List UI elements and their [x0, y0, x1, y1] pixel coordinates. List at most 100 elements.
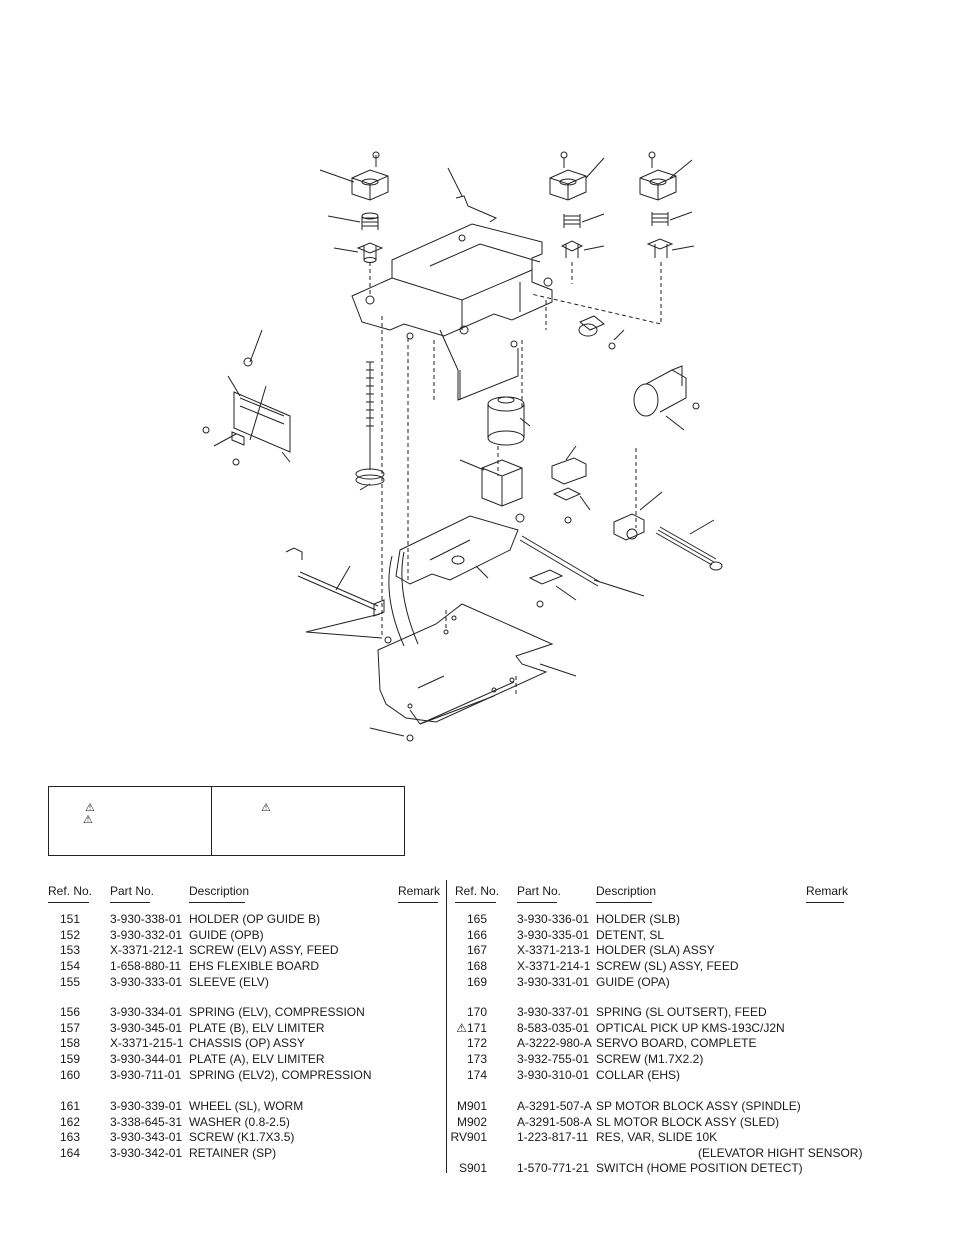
- header-underline: [517, 902, 557, 903]
- holder-assembly-left: [351, 151, 389, 296]
- ref-no-cell: 167: [466, 943, 487, 957]
- part-no-cell: 3-930-339-01: [110, 1099, 183, 1113]
- ref-no-cell: 168: [466, 959, 487, 973]
- ref-no-cell: M901: [456, 1099, 487, 1113]
- part-no-cell: 3-338-645-31: [110, 1115, 183, 1129]
- guide-shaft: [519, 535, 601, 587]
- ref-no-cell: 173: [466, 1052, 487, 1066]
- part-no-cell: 8-583-035-01: [517, 1021, 590, 1035]
- part-no-cell: 1-223-817-11: [517, 1130, 589, 1144]
- description-cell: SPRING (ELV), COMPRESSION: [189, 1005, 365, 1019]
- description-cell: SCREW (SL) ASSY, FEED: [596, 959, 739, 973]
- ref-no-cell: 162: [59, 1115, 80, 1129]
- description-cell: SCREW (K1.7X3.5): [189, 1130, 295, 1144]
- optical-pickup: [395, 513, 525, 585]
- ref-no-cell: 163: [59, 1130, 80, 1144]
- description-cell: PLATE (B), ELV LIMITER: [189, 1021, 325, 1035]
- ref-no-cell: ⚠171: [456, 1021, 487, 1035]
- part-no-cell: 3-930-333-01: [110, 975, 183, 989]
- warning-symbol: ⚠: [83, 814, 93, 826]
- part-no-cell: X-3371-214-1: [517, 959, 591, 973]
- description-cell: EHS FLEXIBLE BOARD: [189, 959, 320, 973]
- ref-no-cell: 161: [59, 1099, 80, 1113]
- ref-no-cell: RV901: [450, 1130, 487, 1144]
- description-cell: WASHER (0.8-2.5): [189, 1115, 290, 1129]
- retainer: [528, 569, 564, 608]
- ref-no-cell: 156: [59, 1005, 80, 1019]
- header-description: Description: [596, 884, 657, 898]
- ref-no-cell: S901: [458, 1161, 487, 1175]
- holder-assembly-middle: [549, 151, 587, 284]
- header-remark: Remark: [398, 884, 441, 898]
- description-cell: HOLDER (SLA) ASSY: [596, 943, 715, 957]
- header-underline: [189, 902, 245, 903]
- ref-no-cell: 151: [59, 912, 80, 926]
- ref-no-cell: 155: [59, 975, 80, 989]
- part-no-cell: 1-570-771-21: [517, 1161, 590, 1175]
- part-no-cell: X-3371-213-1: [517, 943, 591, 957]
- header-underline: [596, 902, 652, 903]
- worm-wheel: [578, 315, 616, 350]
- note-box-divider: [211, 787, 212, 855]
- sl-feed-screw: [655, 526, 723, 571]
- servo-board: [377, 603, 554, 742]
- header-underline: [48, 902, 89, 903]
- part-no-cell: 3-930-344-01: [110, 1052, 183, 1066]
- ref-no-cell: 172: [466, 1036, 487, 1050]
- part-no-cell: A-3291-508-A: [517, 1115, 592, 1129]
- ref-no-cell: 153: [59, 943, 80, 957]
- part-no-cell: 3-930-331-01: [517, 975, 590, 989]
- part-no-cell: 3-930-335-01: [517, 928, 590, 942]
- description-cell: GUIDE (OPA): [596, 975, 670, 989]
- part-no-cell: 3-932-755-01: [517, 1052, 590, 1066]
- header-remark: Remark: [806, 884, 849, 898]
- header-part-no: Part No.: [110, 884, 155, 898]
- header-underline: [806, 902, 844, 903]
- description-cell: SERVO BOARD, COMPLETE: [596, 1036, 757, 1050]
- description-cell: OPTICAL PICK UP KMS-193C/J2N: [596, 1021, 785, 1035]
- ref-no-cell: 164: [59, 1146, 80, 1160]
- description-cell: HOLDER (OP GUIDE B): [189, 912, 321, 926]
- description-cell: PLATE (A), ELV LIMITER: [189, 1052, 325, 1066]
- assembly-lines: [381, 300, 637, 696]
- header-underline: [110, 902, 150, 903]
- description-cell: HOLDER (SLB): [596, 912, 681, 926]
- description-cell: SPRING (SL OUTSERT), FEED: [596, 1005, 767, 1019]
- part-no-cell: 3-930-338-01: [110, 912, 183, 926]
- ref-no-cell: 160: [59, 1068, 80, 1082]
- header-ref-no: Ref. No.: [455, 884, 500, 898]
- description-cell: GUIDE (OPB): [189, 928, 264, 942]
- part-no-cell: 3-930-310-01: [517, 1068, 590, 1082]
- description-cell: COLLAR (EHS): [596, 1068, 681, 1082]
- holder-assembly-right: [530, 151, 677, 325]
- ref-no-cell: 169: [466, 975, 487, 989]
- ref-no-cell: 154: [59, 959, 80, 973]
- header-underline: [398, 902, 438, 903]
- column-separator: [446, 880, 447, 1173]
- guide-opb-shaft: [285, 547, 385, 617]
- part-no-cell: 3-930-336-01: [517, 912, 590, 926]
- ref-no-cell: 159: [59, 1052, 80, 1066]
- pickup-holder: [481, 459, 523, 507]
- description-cell: SL MOTOR BLOCK ASSY (SLED): [596, 1115, 780, 1129]
- description-cell: SCREW (M1.7X2.2): [596, 1052, 704, 1066]
- description-cell: SCREW (ELV) ASSY, FEED: [189, 943, 339, 957]
- part-no-cell: 3-930-334-01: [110, 1005, 183, 1019]
- ref-no-cell: M902: [456, 1115, 487, 1129]
- chassis-frame: [351, 195, 553, 401]
- part-no-cell: X-3371-215-1: [110, 1036, 184, 1050]
- ref-no-cell: 170: [466, 1005, 487, 1019]
- ref-no-cell: 158: [59, 1036, 80, 1050]
- ref-no-cell: 174: [466, 1068, 487, 1082]
- flexible-cable: [388, 551, 419, 647]
- description-cell: RES, VAR, SLIDE 10K: [596, 1130, 718, 1144]
- description-cell: SPRING (ELV2), COMPRESSION: [189, 1068, 372, 1082]
- description-cell: WHEEL (SL), WORM: [189, 1099, 304, 1113]
- holder-slb: [551, 457, 587, 524]
- ref-no-cell: 157: [59, 1021, 80, 1035]
- ref-no-cell: 166: [466, 928, 487, 942]
- header-ref-no: Ref. No.: [48, 884, 93, 898]
- part-no-cell: A-3222-980-A: [517, 1036, 592, 1050]
- header-description: Description: [189, 884, 250, 898]
- leader-lines: [213, 157, 715, 737]
